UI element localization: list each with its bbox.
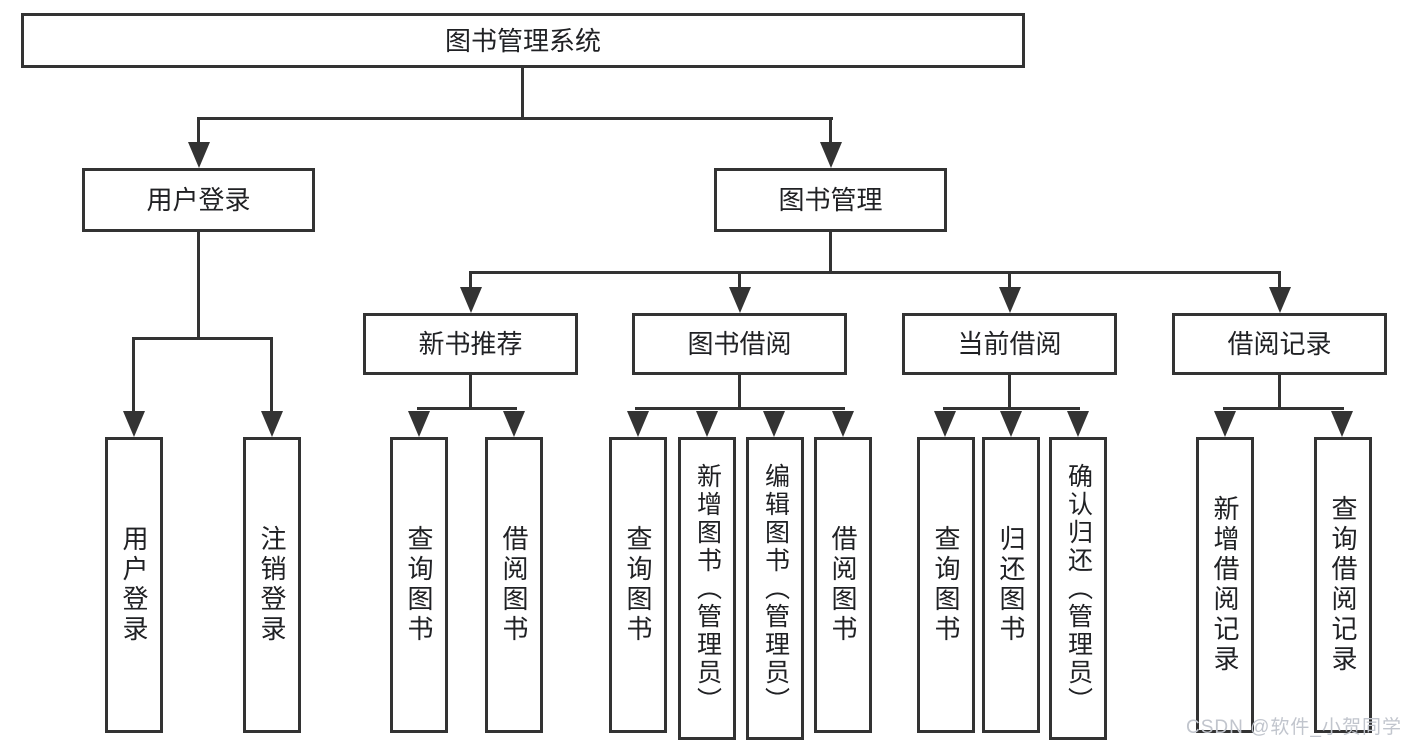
arrowhead-down-icon (261, 411, 283, 437)
node-label: 查询图书 (931, 525, 961, 645)
node-label: 借阅图书 (828, 525, 858, 645)
node-label: 归还图书 (996, 525, 1026, 645)
node-login-user: 用户登录 (105, 437, 163, 733)
node-br-query-record: 查询借阅记录 (1314, 437, 1372, 733)
csdn-watermark: CSDN @软件_小贺同学 (1186, 717, 1402, 738)
node-label: 借阅记录 (1227, 329, 1332, 359)
node-bb-edit-book: 编辑图书（管理员） (746, 437, 804, 740)
arrowhead-down-icon (1331, 411, 1353, 437)
connector-line (270, 337, 273, 413)
arrowhead-down-icon (832, 411, 854, 437)
arrowhead-down-icon (763, 411, 785, 437)
arrowhead-down-icon (1000, 411, 1022, 437)
node-cb-confirm-return: 确认归还（管理员） (1049, 437, 1107, 740)
connector-line (469, 271, 472, 289)
node-rec-borrow-book: 借阅图书 (485, 437, 543, 733)
node-label: 图书管理 (778, 185, 883, 215)
connector-line (197, 232, 200, 337)
node-book-mgmt: 图书管理 (714, 168, 947, 232)
connector-line (132, 337, 135, 413)
node-bb-query-book: 查询图书 (609, 437, 667, 733)
connector-line (1008, 375, 1011, 407)
arrowhead-down-icon (1268, 287, 1291, 313)
connector-line (1278, 375, 1281, 407)
node-current-borrow: 当前借阅 (902, 313, 1117, 375)
arrowhead-down-icon (1067, 411, 1089, 437)
arrowhead-down-icon (187, 142, 210, 168)
node-label: 新增借阅记录 (1210, 495, 1240, 675)
arrowhead-down-icon (1214, 411, 1236, 437)
node-label: 新增图书（管理员） (693, 462, 722, 715)
connector-line (738, 271, 741, 289)
connector-line (132, 337, 273, 340)
node-label: 用户登录 (146, 185, 251, 215)
connector-line (521, 68, 524, 117)
node-label: 图书管理系统 (444, 25, 601, 56)
arrowhead-down-icon (696, 411, 718, 437)
connector-line (635, 407, 845, 410)
connector-line (1008, 271, 1011, 289)
node-book-borrow: 图书借阅 (632, 313, 847, 375)
arrowhead-down-icon (934, 411, 956, 437)
connector-line (469, 271, 1281, 274)
connector-line (197, 117, 200, 145)
node-label: 编辑图书（管理员） (761, 462, 790, 715)
arrowhead-down-icon (503, 411, 525, 437)
arrowhead-down-icon (459, 287, 482, 313)
arrowhead-down-icon (123, 411, 145, 437)
arrowhead-down-icon (728, 287, 751, 313)
node-label: 查询图书 (623, 525, 653, 645)
node-label: 查询图书 (404, 525, 434, 645)
node-label: 图书借阅 (687, 329, 792, 359)
connector-line (943, 407, 1080, 410)
node-br-add-record: 新增借阅记录 (1196, 437, 1254, 733)
node-root: 图书管理系统 (21, 13, 1025, 68)
connector-line (829, 232, 832, 271)
arrowhead-down-icon (819, 142, 842, 168)
connector-line (738, 375, 741, 407)
node-label: 借阅图书 (499, 525, 529, 645)
arrowhead-down-icon (408, 411, 430, 437)
node-label: 当前借阅 (957, 329, 1062, 359)
connector-line (1278, 271, 1281, 289)
node-borrow-record: 借阅记录 (1172, 313, 1387, 375)
connector-line (1223, 407, 1344, 410)
arrowhead-down-icon (998, 287, 1021, 313)
node-bb-add-book: 新增图书（管理员） (678, 437, 736, 740)
connector-line (197, 117, 833, 120)
node-user-login: 用户登录 (82, 168, 315, 232)
node-cb-query-book: 查询图书 (917, 437, 975, 733)
node-label: 新书推荐 (418, 329, 523, 359)
node-bb-borrow-book: 借阅图书 (814, 437, 872, 733)
node-cb-return-book: 归还图书 (982, 437, 1040, 733)
node-new-book-rec: 新书推荐 (363, 313, 578, 375)
node-label: 用户登录 (119, 525, 149, 645)
connector-line (417, 407, 517, 410)
node-rec-query-book: 查询图书 (390, 437, 448, 733)
connector-line (469, 375, 472, 407)
arrowhead-down-icon (627, 411, 649, 437)
node-label: 查询借阅记录 (1328, 495, 1358, 675)
connector-line (829, 117, 832, 145)
node-label: 注销登录 (257, 525, 287, 645)
node-login-logout: 注销登录 (243, 437, 301, 733)
node-label: 确认归还（管理员） (1064, 462, 1093, 715)
